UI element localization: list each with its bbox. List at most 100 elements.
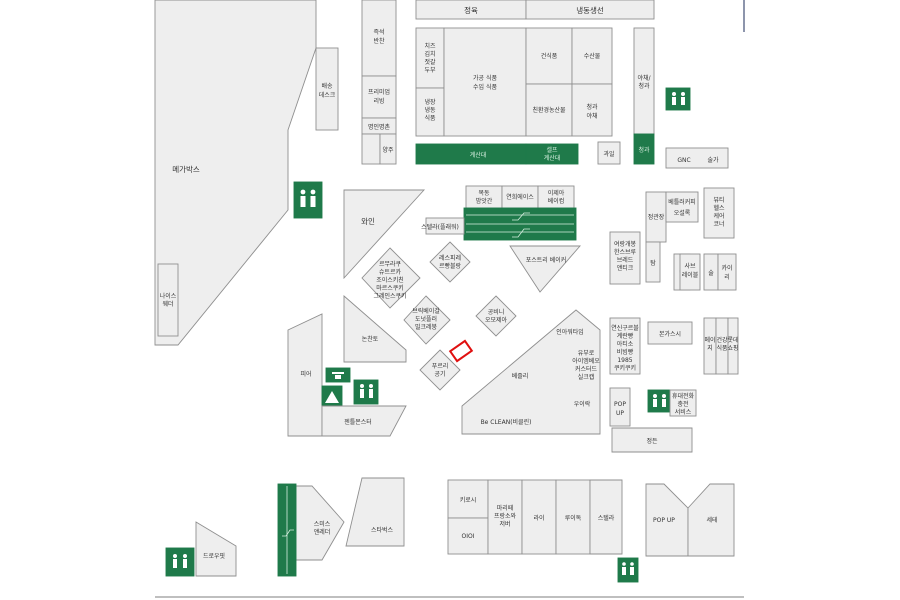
store-premium[interactable]	[361, 75, 397, 119]
label-stellar-h: 스텔라(플래워)	[421, 223, 459, 231]
restroom-icon	[622, 562, 634, 575]
label-chunggwa1: 청과	[586, 103, 598, 111]
store-cheese[interactable]	[415, 27, 445, 89]
store-yeonsin[interactable]	[609, 317, 641, 375]
restroom-bottom-right[interactable]	[617, 557, 639, 583]
restroom-icon	[653, 394, 666, 407]
store-gwail[interactable]	[597, 141, 621, 165]
label-mobile2: 충전	[677, 400, 688, 408]
store-yeorang[interactable]	[609, 231, 641, 285]
label-yeorang3: 브레드	[617, 256, 634, 264]
store-popup-small[interactable]	[609, 387, 631, 427]
store-health-corner[interactable]	[703, 187, 735, 239]
store-rescafe[interactable]	[429, 241, 471, 283]
label-cookie3: 조이스키친	[376, 276, 404, 284]
store-postree[interactable]	[509, 245, 581, 293]
store-marimae[interactable]	[487, 479, 523, 555]
restroom-icon	[672, 92, 685, 105]
store-starbucks[interactable]	[345, 477, 405, 547]
store-blank-left[interactable]	[361, 133, 381, 165]
store-kairi[interactable]	[717, 253, 737, 291]
store-gongbini[interactable]	[475, 295, 517, 337]
restroom-bottom-left[interactable]	[165, 547, 195, 577]
label-meiji1: 메이	[704, 336, 715, 344]
store-sete[interactable]	[687, 483, 735, 557]
store-beturer[interactable]	[665, 191, 699, 223]
label-susan: 수산물	[584, 52, 601, 60]
store-jeongdeun[interactable]	[611, 427, 693, 453]
store-sabre[interactable]	[679, 253, 701, 291]
label-mobile3: 서비스	[675, 408, 692, 416]
store-susan[interactable]	[571, 27, 613, 85]
restroom-top-right[interactable]	[665, 87, 691, 111]
store-megabox[interactable]	[154, 0, 317, 346]
label-naengjang2: 냉동	[424, 106, 436, 114]
store-trouwit[interactable]	[195, 521, 237, 577]
store-bread[interactable]	[403, 295, 451, 345]
label-yangju: 양주	[382, 146, 394, 154]
store-bongasi[interactable]	[647, 321, 693, 345]
store-stellar-bottom[interactable]	[589, 479, 623, 555]
label-stellar2: 스텔라	[598, 514, 615, 522]
label-desk: 데스크	[319, 91, 336, 99]
label-sabre1: 사브	[684, 262, 696, 270]
label-kairi2: 리	[724, 273, 730, 281]
store-rai[interactable]	[521, 479, 557, 555]
store-stellar-flower[interactable]	[425, 217, 465, 235]
store-baesong[interactable]	[315, 47, 339, 131]
label-ijea2: 베이컴	[548, 197, 565, 205]
store-naengdong[interactable]	[525, 0, 655, 20]
restroom-icon	[173, 554, 187, 568]
store-bakery-hall[interactable]	[461, 309, 601, 435]
store-phone-charging[interactable]	[669, 389, 697, 417]
label-gagong2: 수입 식품	[473, 83, 497, 91]
label-premium2: 리빙	[373, 97, 384, 105]
label-marimae1: 마리떼	[497, 504, 514, 512]
label-naengjang3: 식품	[424, 114, 436, 122]
store-nunchan[interactable]	[343, 295, 407, 363]
label-marimae2: 프랑소와	[494, 513, 517, 520]
label-premium1: 프리미엄	[368, 88, 390, 96]
store-kirosi[interactable]	[447, 479, 489, 519]
store-pururi[interactable]	[419, 349, 461, 391]
store-tam[interactable]	[645, 241, 661, 283]
label-banchan: 반찬	[373, 37, 385, 45]
store-wine[interactable]	[343, 189, 426, 280]
label-yeonsin2: 계란빵	[617, 332, 634, 340]
store-nice-weather[interactable]	[157, 263, 179, 337]
restroom-right[interactable]	[647, 389, 671, 413]
label-rescafe1: 레스피레	[439, 254, 461, 262]
store-chunggwa[interactable]	[571, 83, 613, 137]
store-gnc[interactable]	[665, 147, 729, 169]
store-yangju[interactable]	[379, 133, 397, 165]
label-healthy2: 헬스	[713, 204, 725, 212]
store-gagong[interactable]	[443, 27, 527, 137]
label-beclean: Be CLEAN(비클린)	[481, 418, 532, 426]
label-bread2: 도넛플러	[415, 315, 437, 323]
restroom-left[interactable]	[293, 181, 323, 219]
store-naengjang[interactable]	[415, 87, 445, 137]
label-rai: 라이	[533, 514, 544, 522]
label-sabre2: 레이블	[682, 271, 699, 279]
label-yubu4: 실크캡	[578, 373, 595, 381]
label-yeonsin1: 연신구르블	[611, 324, 639, 332]
label-cookie1: 르무라쿠	[379, 260, 402, 268]
store-jentle-monster[interactable]	[321, 405, 407, 437]
store-jeukseok[interactable]	[361, 0, 397, 77]
escalator-icon	[282, 486, 294, 574]
store-oioi[interactable]	[447, 517, 489, 555]
label-meiji2: 지	[707, 344, 713, 352]
label-megabox: 메가박스	[172, 164, 200, 174]
label-jeongdeun: 정든	[646, 438, 658, 445]
label-cookie5: 그레인스쿠키	[373, 292, 406, 300]
store-chinhwan[interactable]	[525, 83, 573, 137]
store-lotte[interactable]	[727, 317, 739, 375]
label-uiraki: 우이락	[574, 400, 591, 408]
self-checkout[interactable]	[525, 143, 579, 165]
store-cookies[interactable]	[361, 247, 421, 309]
label-gong1: 공비니	[488, 308, 505, 316]
label-cheese3: 젓갈	[424, 58, 436, 66]
restroom-pier[interactable]	[353, 379, 379, 405]
label-oioi: OIOI	[462, 533, 475, 540]
